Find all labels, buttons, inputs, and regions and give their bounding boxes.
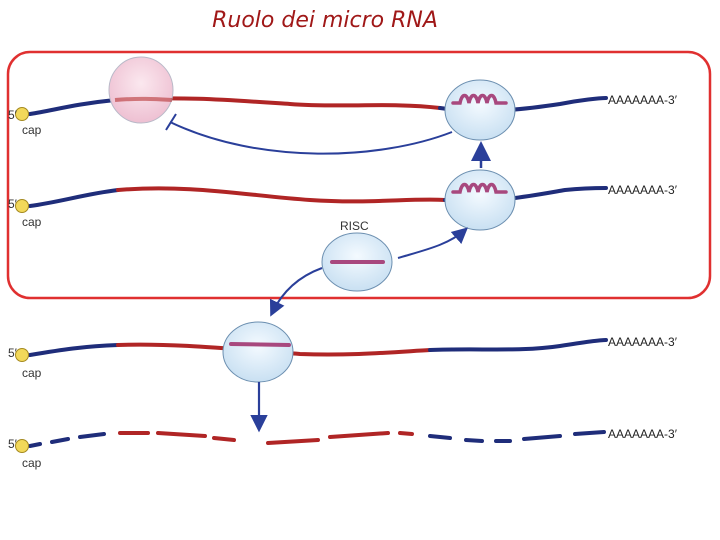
cap-label: cap [22,215,42,229]
slide-title: Ruolo dei micro RNA [212,8,438,33]
five-prime-label: 5′ [8,346,18,360]
cap-icon [15,199,29,213]
cap-label: cap [22,456,42,470]
poly-a-label: AAAAAAA-3′ [608,93,678,107]
mirna-perfect-match [229,342,291,347]
risc-complex-1 [444,79,516,141]
ribosome [108,56,174,124]
five-prime-label: 5′ [8,437,18,451]
arrow-to-partial-binding [397,227,469,259]
mirna-mismatch-2 [451,182,508,194]
mrna-strand-3 [28,338,608,357]
translation-repression-frame [6,50,712,300]
cap-icon [15,348,29,362]
mrna-strand-cleaved [28,430,606,448]
inhibition-arrow [169,121,453,155]
mrna-strand-2 [28,186,608,208]
poly-a-label: AAAAAAA-3′ [608,183,678,197]
cap-label: cap [22,366,42,380]
poly-a-label: AAAAAAA-3′ [608,335,678,349]
risc-label: RISC [340,219,369,233]
risc-complex-2 [444,169,516,231]
cap-icon [15,439,29,453]
five-prime-label: 5′ [8,108,18,122]
cap-icon [15,107,29,121]
risc-complex-3 [222,321,294,383]
five-prime-label: 5′ [8,197,18,211]
mirna-mismatch-1 [451,93,508,105]
poly-a-label: AAAAAAA-3′ [608,427,678,441]
arrow-to-perfect-binding [269,267,323,317]
cap-label: cap [22,123,42,137]
